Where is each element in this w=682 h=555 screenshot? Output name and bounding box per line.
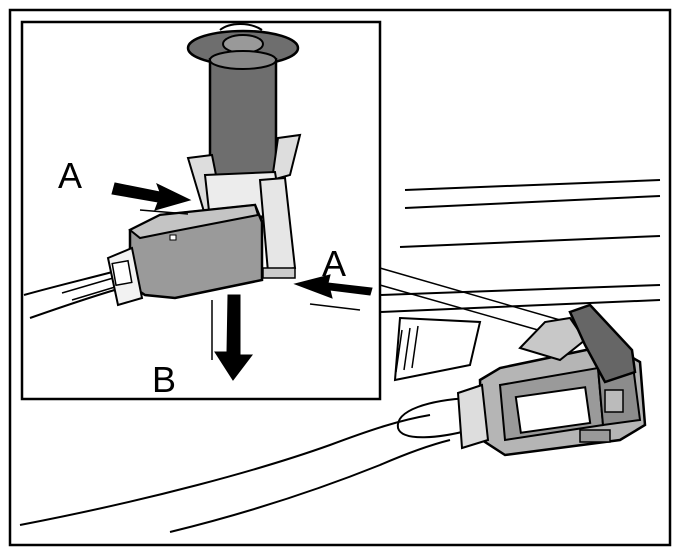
- inset-connector-top: [128, 203, 260, 240]
- panel-line: [404, 179, 661, 191]
- grommet-shaft-top: [209, 50, 277, 70]
- inset-connector-dot: [169, 234, 177, 241]
- arrow-a-right-shadow: [309, 303, 361, 311]
- connector-tail: [456, 383, 490, 450]
- arrow-a-right: [293, 274, 373, 299]
- grommet-wire: [219, 23, 263, 31]
- main-scene: [19, 179, 661, 533]
- label-a-left: A: [58, 155, 82, 196]
- wire-loop: [396, 397, 471, 439]
- detail-inset: A A B: [20, 20, 382, 401]
- label-b: B: [152, 359, 176, 400]
- panel-line: [399, 235, 661, 248]
- arrow-a-left-shadow: [139, 209, 189, 215]
- panel-line: [379, 284, 661, 296]
- arrow-b: [214, 294, 254, 381]
- connector-window: [514, 386, 592, 434]
- label-a-right: A: [322, 243, 346, 284]
- mounting-clip-latch: [568, 303, 637, 384]
- harness-cable: [169, 439, 451, 533]
- leader-line: [379, 267, 561, 321]
- inset-connector-end-slot: [111, 259, 133, 287]
- panel-line: [404, 195, 661, 209]
- connector-tab: [579, 429, 611, 443]
- hatch-line: [403, 327, 411, 371]
- connector-side-slot: [604, 389, 624, 413]
- hatch-line: [411, 325, 419, 369]
- clip-finger-right: [270, 133, 302, 182]
- leader-line: [379, 284, 546, 333]
- arrow-a-left: [111, 182, 192, 211]
- hatch-line: [395, 329, 403, 373]
- harness-cable: [19, 414, 431, 526]
- panel-line: [379, 299, 661, 313]
- clip-foot: [262, 267, 296, 279]
